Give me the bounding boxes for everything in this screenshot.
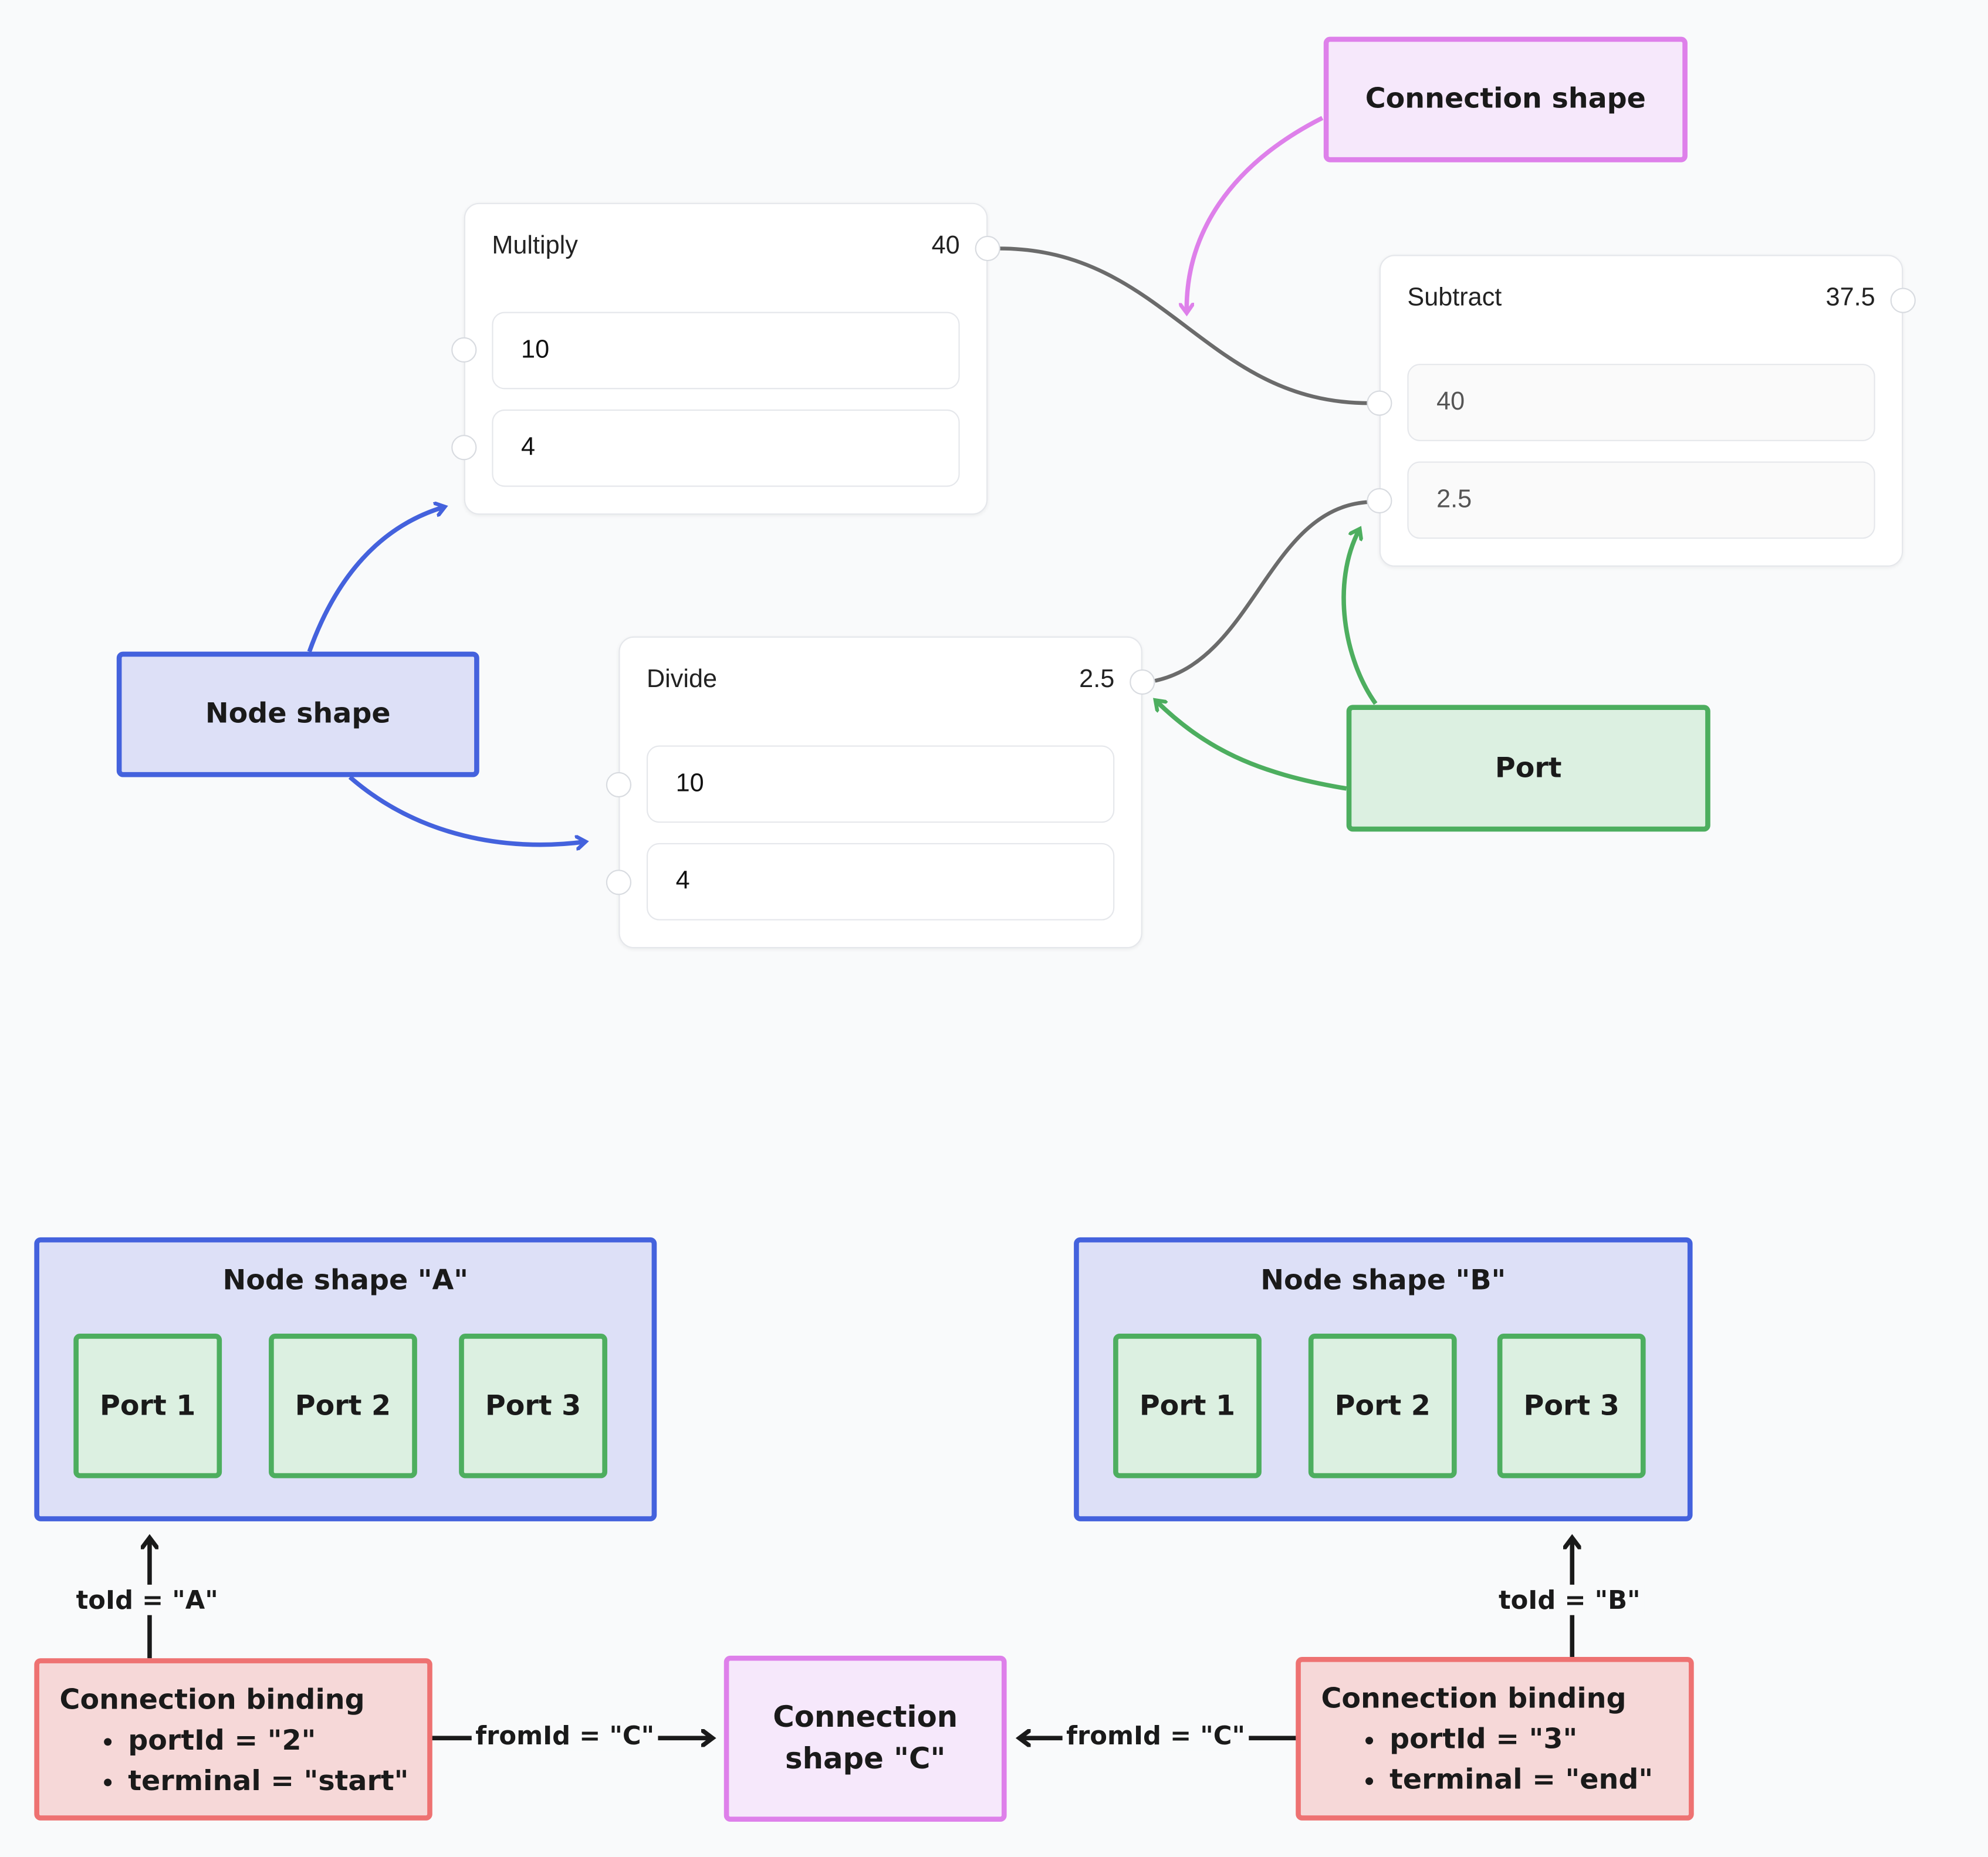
- node-b-port-2: Port 2: [1308, 1334, 1457, 1479]
- output-port[interactable]: [975, 235, 1000, 262]
- node-a-port-2: Port 2: [269, 1334, 417, 1479]
- arrow-port-to-divide-output: [1157, 701, 1347, 791]
- arrow-connection-shape: [1186, 116, 1324, 312]
- binding-terminal: terminal = "end": [1389, 1761, 1689, 1801]
- node-b-port-1: Port 1: [1113, 1334, 1262, 1479]
- connection-shape-label: Connection shape: [1323, 36, 1688, 163]
- node-title: Subtract: [1407, 283, 1502, 312]
- input-field-b[interactable]: 4: [646, 843, 1115, 921]
- subtract-node[interactable]: Subtract 37.5 40 2.5: [1367, 255, 1916, 567]
- node-a-title: Node shape "A": [222, 1265, 469, 1297]
- from-id-left-label: fromId = "C": [471, 1720, 658, 1751]
- connection-c-line-1: Connection: [773, 1700, 958, 1734]
- input-field-b[interactable]: 2.5: [1407, 461, 1875, 539]
- input-port-a[interactable]: [606, 772, 632, 798]
- input-port-b[interactable]: [606, 870, 632, 895]
- port-label: Port: [1346, 705, 1710, 832]
- binding-terminal: terminal = "start": [128, 1762, 427, 1802]
- connection-c-line-2: shape "C": [785, 1742, 946, 1776]
- node-result: 2.5: [1079, 665, 1115, 694]
- connection-binding-end: Connection binding portId = "3" terminal…: [1296, 1657, 1694, 1821]
- divide-node[interactable]: Divide 2.5 10 4: [606, 636, 1155, 949]
- binding-properties: portId = "3" terminal = "end": [1321, 1720, 1689, 1801]
- node-a-port-3: Port 3: [459, 1334, 607, 1479]
- node-title: Multiply: [492, 232, 578, 260]
- input-field-a[interactable]: 10: [492, 312, 960, 390]
- input-port-a[interactable]: [1367, 390, 1392, 416]
- from-id-right-label: fromId = "C": [1062, 1720, 1249, 1751]
- to-id-b-label: toId = "B": [1495, 1584, 1645, 1615]
- input-field-a[interactable]: 40: [1407, 364, 1875, 441]
- input-port-b[interactable]: [1367, 488, 1392, 514]
- arrow-node-shape-to-multiply: [307, 507, 444, 652]
- arrow-node-shape-to-divide: [348, 775, 584, 845]
- node-shape-b: Node shape "B" Port 1 Port 2 Port 3: [1074, 1237, 1693, 1521]
- to-id-a-label: toId = "A": [72, 1584, 222, 1615]
- binding-title: Connection binding: [1321, 1683, 1627, 1716]
- node-result: 40: [931, 232, 960, 260]
- output-port[interactable]: [1130, 669, 1155, 695]
- wire-multiply-to-subtract: [999, 246, 1370, 405]
- node-title: Divide: [646, 665, 718, 694]
- node-shape-label: Node shape: [116, 651, 479, 777]
- multiply-node[interactable]: Multiply 40 10 4: [451, 202, 1000, 515]
- node-a-port-1: Port 1: [73, 1334, 222, 1479]
- node-result: 37.5: [1825, 283, 1875, 312]
- binding-properties: portId = "2" terminal = "start": [60, 1721, 428, 1802]
- input-field-a[interactable]: 10: [646, 745, 1115, 823]
- arrow-port-to-subtract-input: [1341, 530, 1378, 705]
- input-field-b[interactable]: 4: [492, 409, 960, 487]
- binding-port-id: portId = "2": [128, 1721, 427, 1762]
- input-port-b[interactable]: [451, 435, 477, 461]
- node-shape-a: Node shape "A" Port 1 Port 2 Port 3: [34, 1237, 657, 1521]
- wire-divide-to-subtract: [1154, 500, 1370, 683]
- output-port[interactable]: [1890, 287, 1916, 313]
- connection-binding-start: Connection binding portId = "2" terminal…: [34, 1658, 432, 1821]
- input-port-a[interactable]: [451, 337, 477, 363]
- connection-shape-c: Connection shape "C": [723, 1655, 1007, 1822]
- binding-port-id: portId = "3": [1389, 1720, 1689, 1761]
- node-b-port-3: Port 3: [1497, 1334, 1646, 1479]
- binding-title: Connection binding: [59, 1685, 365, 1717]
- node-b-title: Node shape "B": [1260, 1265, 1506, 1297]
